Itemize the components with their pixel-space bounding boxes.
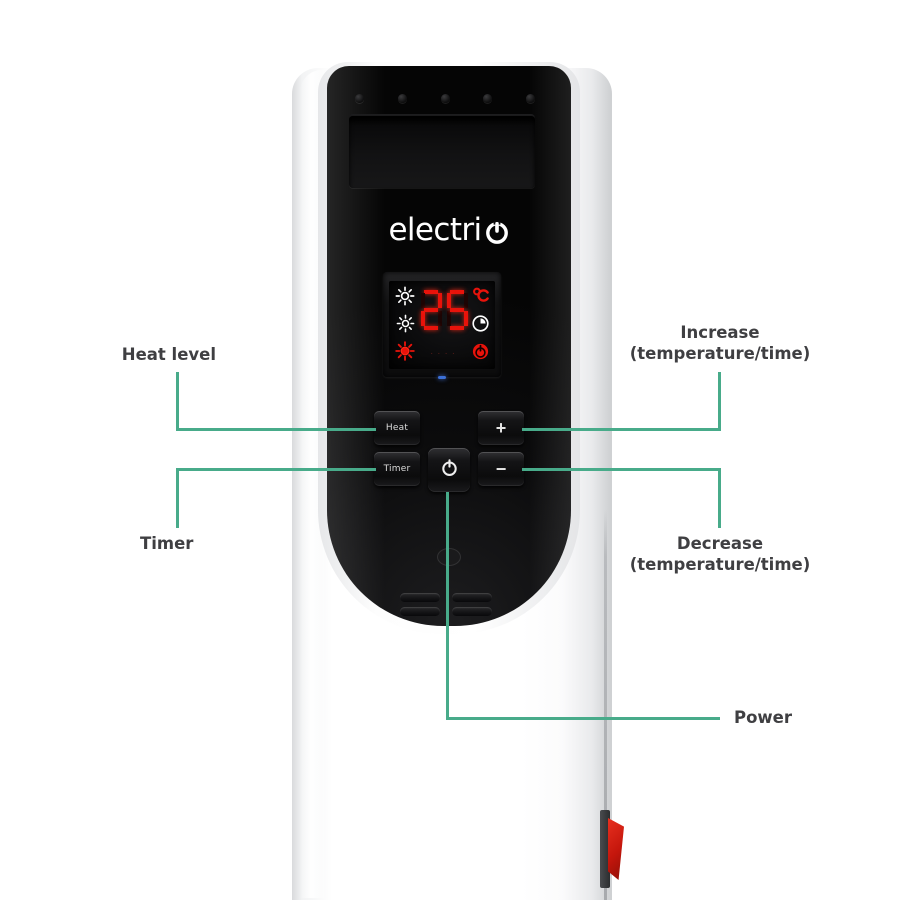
seven-segment-digit	[420, 290, 443, 330]
celsius-icon	[471, 286, 490, 310]
rocker-switch-housing	[600, 810, 610, 888]
sun-medium-icon	[396, 314, 415, 338]
callout-decrease-line1: Decrease	[676, 534, 764, 553]
callout-power-text: Power	[734, 708, 792, 727]
screw-icon	[440, 93, 450, 103]
standby-led-icon	[438, 376, 446, 379]
callout-decrease: Decrease (temperature/time)	[608, 533, 832, 575]
plus-icon: +	[495, 418, 507, 438]
increase-button[interactable]: +	[478, 411, 524, 445]
heat-button-label: Heat	[385, 423, 409, 433]
screw-icon	[397, 93, 407, 103]
heat-level-connector-horizontal	[176, 428, 376, 431]
decrease-button[interactable]: −	[478, 452, 524, 486]
increase-connector-vertical	[718, 372, 721, 431]
clock-icon	[471, 314, 490, 338]
callout-decrease-line2: (temperature/time)	[629, 555, 811, 575]
heat-button[interactable]: Heat	[374, 411, 420, 445]
timer-connector-vertical	[176, 468, 179, 528]
screw-icon	[526, 93, 535, 103]
display-value	[417, 288, 471, 332]
callout-timer-text: Timer	[140, 534, 194, 553]
vent-slot	[452, 593, 492, 602]
power-connector-horizontal	[446, 717, 720, 720]
display-footer-marks: ....	[429, 348, 459, 356]
display-right-indicators	[468, 286, 492, 366]
callout-power: Power	[734, 707, 894, 728]
timer-button-label: Timer	[383, 464, 411, 474]
callout-heat-level: Heat level	[0, 344, 216, 365]
vent-slot	[452, 607, 492, 616]
vent-slot	[400, 607, 440, 616]
sun-high-icon	[395, 341, 415, 366]
sun-low-icon	[395, 286, 415, 311]
heat-level-connector-vertical	[176, 372, 179, 431]
seven-segment-digit	[446, 290, 469, 330]
power-button[interactable]	[428, 448, 470, 492]
callout-increase-line2: (temperature/time)	[629, 344, 811, 364]
callout-increase-line1: Increase	[680, 323, 760, 342]
callout-timer: Timer	[140, 533, 340, 554]
heater-side-seam	[604, 510, 607, 900]
brand-wordmark: electri	[388, 212, 482, 248]
vent-slot	[400, 593, 440, 602]
timer-button[interactable]: Timer	[374, 452, 420, 486]
power-icon	[439, 457, 460, 483]
decrease-connector-horizontal	[522, 468, 721, 471]
decrease-connector-vertical	[718, 468, 721, 528]
timer-connector-horizontal	[176, 468, 376, 471]
display-left-indicators	[393, 286, 417, 366]
brand-logo: electri	[327, 212, 571, 248]
minus-icon: −	[495, 459, 507, 479]
power-indicator-icon	[471, 342, 490, 366]
screw-icon	[355, 93, 364, 103]
top-screw-row	[355, 92, 535, 104]
brand-power-q-icon	[484, 217, 510, 244]
callout-increase: Increase (temperature/time)	[608, 322, 832, 364]
power-rocker-switch[interactable]	[608, 818, 624, 880]
fascia-emblem	[437, 548, 461, 566]
increase-connector-horizontal	[522, 428, 721, 431]
callout-heat-level-text: Heat level	[121, 345, 216, 364]
screw-icon	[483, 93, 493, 103]
carry-handle-recess	[349, 116, 535, 188]
power-connector-vertical	[446, 492, 449, 720]
fascia-gloss-right	[529, 66, 571, 626]
